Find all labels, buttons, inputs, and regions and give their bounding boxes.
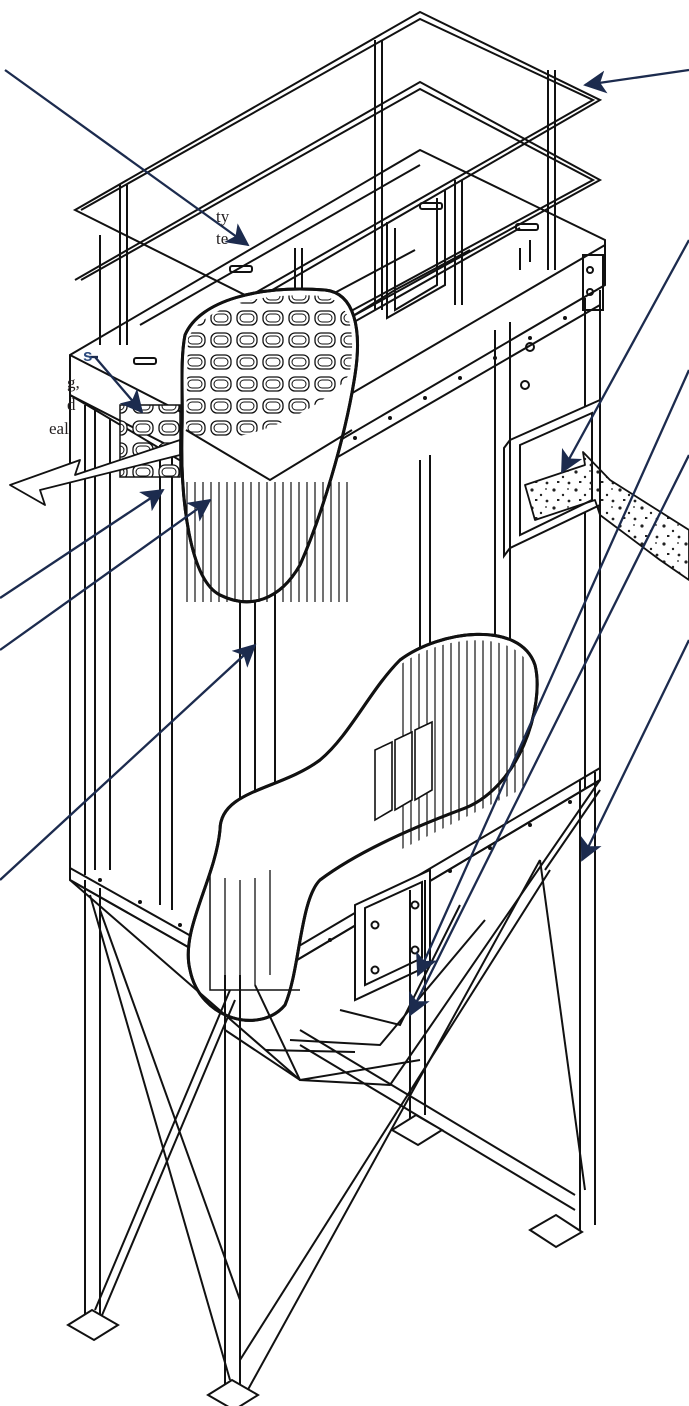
callout-legs — [580, 639, 689, 862]
callout-lines — [0, 68, 689, 1017]
cutaway-tubesheet — [180, 287, 359, 604]
callout-hopper — [408, 454, 689, 1017]
access-door — [354, 868, 431, 1002]
callout-inlet-panel — [560, 239, 689, 474]
label-fragment-2: te — [216, 229, 229, 248]
label-fragment-1: ty — [216, 207, 230, 226]
callout-filter-bags — [0, 643, 257, 881]
label-fragment-4: g, — [67, 373, 80, 392]
callout-tubesheet-s — [94, 356, 144, 414]
callout-plenum — [4, 69, 250, 247]
callout-perforation-1 — [0, 488, 165, 599]
label-fragment-5: d — [67, 395, 76, 414]
label-fragment-6: eal — [49, 419, 69, 438]
dusty-inlet-arrow-icon — [524, 451, 689, 581]
callout-access-door — [416, 369, 689, 977]
callout-perforation-2 — [0, 498, 212, 651]
outlet-arrow-icon — [9, 439, 181, 506]
foot-plates — [66, 1113, 584, 1406]
callout-guardrail — [583, 68, 689, 94]
label-fragment-3: s — [83, 346, 93, 365]
